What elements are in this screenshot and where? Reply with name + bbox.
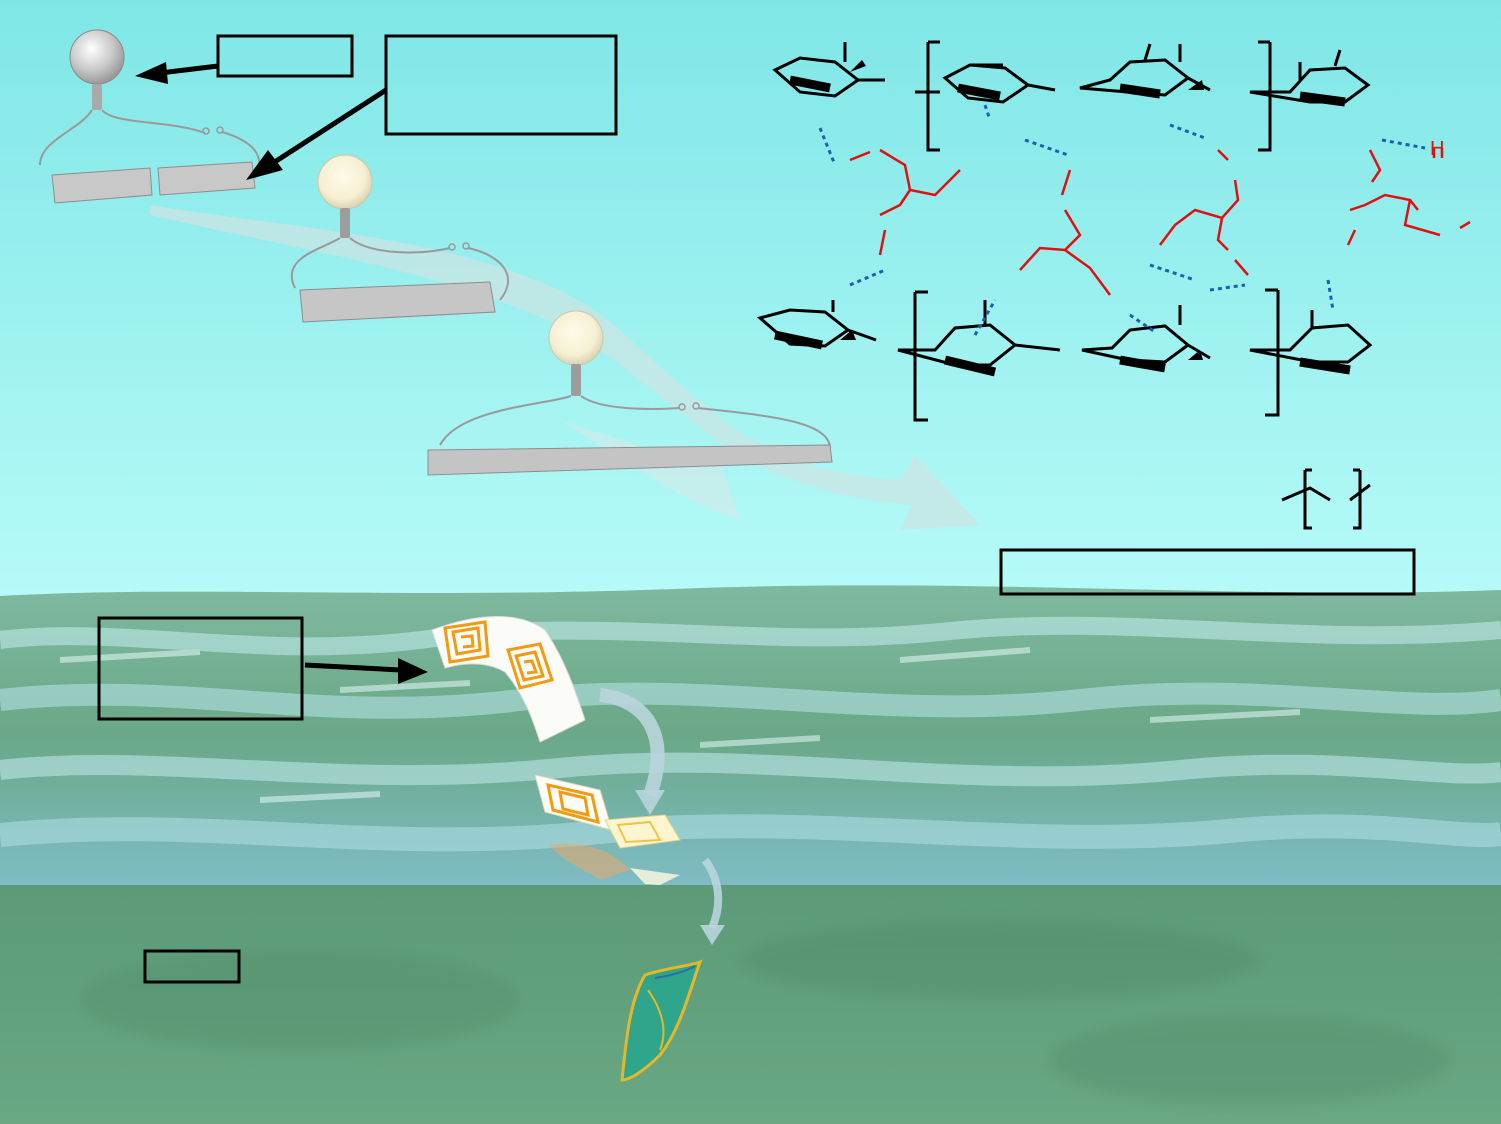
bulb-on-icon (317, 154, 373, 210)
flow-ribbon (150, 205, 980, 530)
sky-background (0, 0, 1501, 600)
device-stage-broken (39, 29, 261, 204)
bulb-arrow-head (135, 62, 168, 84)
polymer-network-diagram: H (756, 40, 1471, 530)
strip-piece-right (157, 161, 256, 196)
hydrogen-bonds (818, 104, 1426, 336)
plasticizer-chains (849, 148, 1471, 296)
device-stage-stretched (427, 310, 833, 476)
water-surface (0, 585, 1501, 885)
film-arrow-head (398, 658, 428, 684)
strip-piece-left (51, 167, 153, 204)
strip-callout-box (384, 34, 618, 136)
backbone-bonds (756, 40, 1373, 530)
bulb-arrow-line (159, 63, 219, 76)
deep-water-shading (80, 920, 1450, 1105)
circuit-film (431, 616, 586, 743)
strip-healed (299, 281, 496, 323)
wedge-bonds (840, 60, 1204, 360)
degraded-fragment (620, 959, 703, 1082)
structure-callout-box (999, 548, 1416, 596)
bulb-callout-box (216, 34, 354, 78)
underwater-callout-box (143, 949, 241, 984)
strip-arrow-line (268, 87, 388, 168)
strip-arrow-head (246, 150, 283, 180)
strip-stretched (427, 444, 833, 476)
water-ripples (0, 616, 1501, 852)
spiral-coil-icon (443, 620, 554, 690)
film-callout-box (97, 616, 304, 721)
sink-arrows (599, 688, 725, 945)
device-stage-healed (291, 154, 509, 323)
bulb-on-stretched-icon (548, 310, 604, 366)
film-arrow-line (304, 662, 401, 673)
bulb-off-icon (69, 29, 125, 85)
hydrogen-atom-label: H (1430, 138, 1444, 160)
dissolving-film (534, 774, 681, 885)
